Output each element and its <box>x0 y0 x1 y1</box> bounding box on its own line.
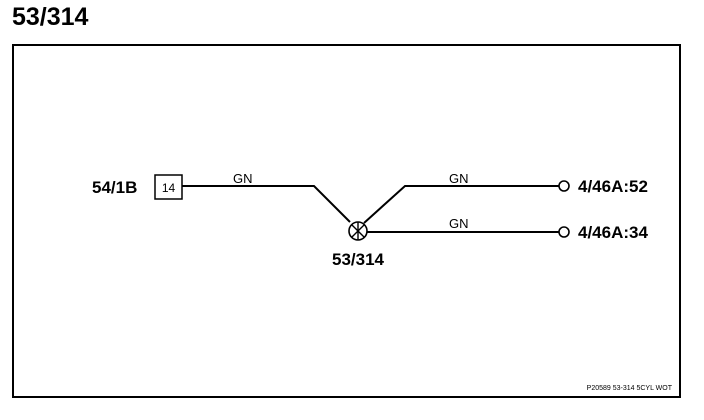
terminal-1-label: 4/46A:52 <box>578 177 648 196</box>
wire-3-color: GN <box>449 216 469 231</box>
footer-reference: P20589 53-314 5CYL WOT <box>587 385 673 392</box>
terminal-1-circle <box>558 180 570 192</box>
diagram-frame <box>12 44 681 398</box>
connector-pin-box <box>154 174 183 200</box>
connector-left-label: 54/1B <box>92 178 137 197</box>
page-title: 53/314 <box>12 3 89 31</box>
splice-label: 53/314 <box>332 250 385 269</box>
connector-pin-label: 14 <box>162 181 176 195</box>
wire-2-color: GN <box>449 171 469 186</box>
terminal-2-circle <box>558 226 570 238</box>
wire-2 <box>363 185 559 224</box>
terminal-2-label: 4/46A:34 <box>578 223 648 242</box>
wire-1-color: GN <box>233 171 253 186</box>
wire-1 <box>182 185 351 223</box>
splice-symbol <box>348 221 368 241</box>
